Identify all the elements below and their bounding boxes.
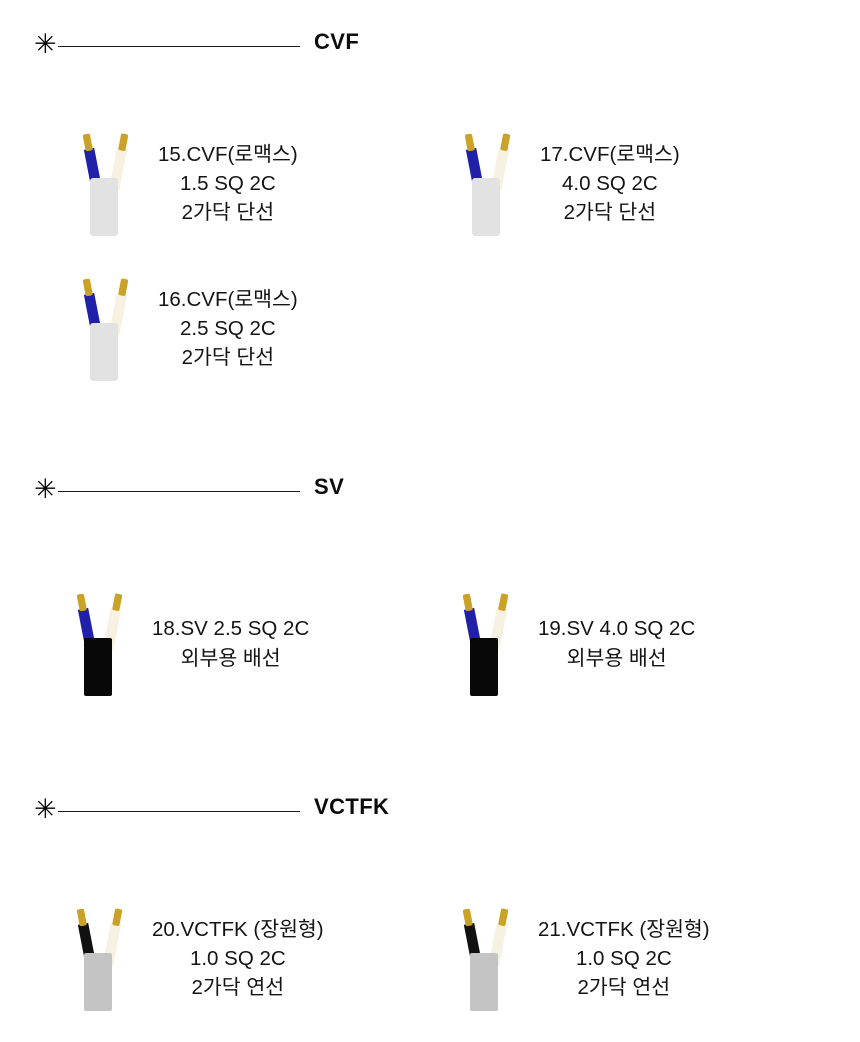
catalog-item-20[interactable]: 20.VCTFK (장원형) 1.0 SQ 2C 2가닥 연선	[72, 901, 324, 1016]
catalog-item-21[interactable]: 21.VCTFK (장원형) 1.0 SQ 2C 2가닥 연선	[458, 901, 710, 1016]
catalog-item-16[interactable]: 16.CVF(로맥스) 2.5 SQ 2C 2가닥 단선	[78, 271, 298, 386]
item-line: 16.CVF(로맥스)	[158, 287, 298, 311]
item-label-21: 21.VCTFK (장원형) 1.0 SQ 2C 2가닥 연선	[538, 915, 710, 1002]
cable-illustration-sv	[72, 586, 134, 701]
section-title-cvf: CVF	[314, 29, 360, 54]
section-sv: ✳ SV	[0, 465, 860, 696]
item-label-15: 15.CVF(로맥스) 1.5 SQ 2C 2가닥 단선	[158, 140, 298, 227]
item-line: 외부용 배선	[566, 646, 667, 670]
section-vctfk: ✳ VCTFK	[0, 785, 860, 1011]
item-line: 2가닥 단선	[181, 346, 275, 370]
item-line: 19.SV 4.0 SQ 2C	[538, 617, 696, 641]
catalog-item-15[interactable]: 15.CVF(로맥스) 1.5 SQ 2C 2가닥 단선	[78, 126, 298, 241]
item-line: 18.SV 2.5 SQ 2C	[152, 617, 310, 641]
item-line: 4.0 SQ 2C	[562, 171, 658, 195]
cable-illustration-cvf	[460, 126, 522, 241]
item-label-17: 17.CVF(로맥스) 4.0 SQ 2C 2가닥 단선	[540, 140, 680, 227]
asterisk-icon: ✳	[34, 793, 57, 825]
section-title-sv: SV	[314, 474, 345, 499]
catalog-item-18[interactable]: 18.SV 2.5 SQ 2C 외부용 배선	[72, 586, 309, 701]
asterisk-icon: ✳	[34, 473, 57, 505]
catalog-item-19[interactable]: 19.SV 4.0 SQ 2C 외부용 배선	[458, 586, 695, 701]
item-line: 2가닥 단선	[563, 201, 657, 225]
item-line: 2.5 SQ 2C	[180, 316, 276, 340]
section-title-vctfk: VCTFK	[314, 794, 390, 819]
item-label-20: 20.VCTFK (장원형) 1.0 SQ 2C 2가닥 연선	[152, 915, 324, 1002]
section-cvf: ✳ CVF	[0, 20, 860, 381]
item-line: 2가닥 연선	[577, 976, 671, 1000]
item-label-19: 19.SV 4.0 SQ 2C 외부용 배선	[538, 614, 695, 672]
catalog-item-17[interactable]: 17.CVF(로맥스) 4.0 SQ 2C 2가닥 단선	[460, 126, 680, 241]
item-line: 1.5 SQ 2C	[180, 171, 276, 195]
item-line: 21.VCTFK (장원형)	[538, 917, 710, 941]
section-divider-rule	[58, 811, 300, 812]
item-line: 2가닥 단선	[181, 201, 275, 225]
section-header-vctfk: ✳ VCTFK	[0, 785, 860, 829]
item-line: 17.CVF(로맥스)	[540, 142, 680, 166]
section-divider-rule	[58, 491, 300, 492]
cable-illustration-sv	[458, 586, 520, 701]
item-line: 외부용 배선	[180, 646, 281, 670]
item-line: 15.CVF(로맥스)	[158, 142, 298, 166]
item-line: 2가닥 연선	[191, 976, 285, 1000]
section-header-cvf: ✳ CVF	[0, 20, 860, 64]
cable-illustration-vctfk	[458, 901, 520, 1016]
cable-illustration-cvf	[78, 271, 140, 386]
section-header-sv: ✳ SV	[0, 465, 860, 509]
item-line: 1.0 SQ 2C	[189, 946, 286, 970]
item-line: 1.0 SQ 2C	[575, 946, 672, 970]
item-label-18: 18.SV 2.5 SQ 2C 외부용 배선	[152, 614, 309, 672]
cable-illustration-vctfk	[72, 901, 134, 1016]
asterisk-icon: ✳	[34, 28, 57, 60]
cable-illustration-cvf	[78, 126, 140, 241]
item-line: 20.VCTFK (장원형)	[152, 917, 324, 941]
section-divider-rule	[58, 46, 300, 47]
item-label-16: 16.CVF(로맥스) 2.5 SQ 2C 2가닥 단선	[158, 285, 298, 372]
